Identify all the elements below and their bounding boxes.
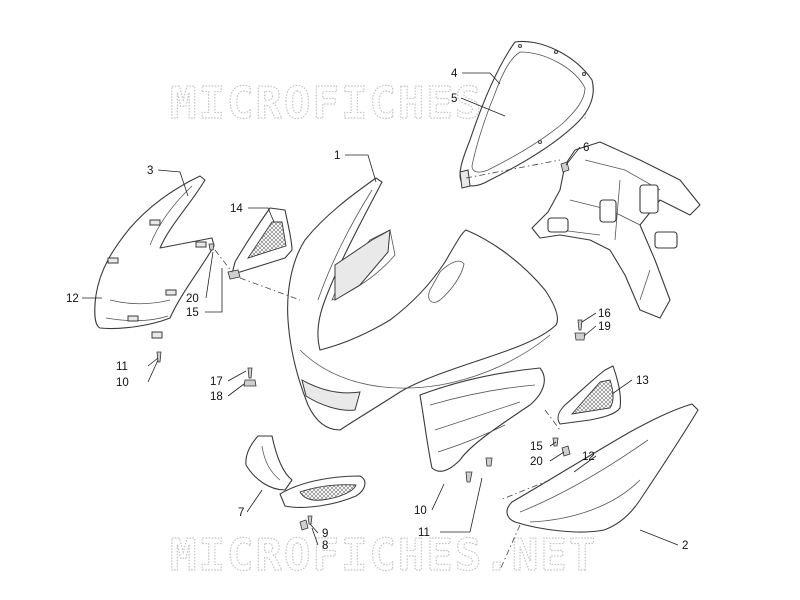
callout-10-left: 10 [116,377,129,389]
callout-7: 7 [238,507,244,519]
callout-20-left: 20 [186,293,199,305]
windscreen-part-4 [459,40,594,189]
callout-12-right: 12 [582,451,595,463]
callout-19: 19 [598,321,611,333]
front-fairing-part-1 [287,177,558,431]
screw-part-17 [247,367,253,379]
callout-4: 4 [451,68,458,80]
alignment-line-1 [239,277,301,301]
callout-15-right: 15 [530,441,543,453]
callout-16: 16 [598,308,611,320]
callout-8: 8 [322,540,328,552]
left-vent-grille-part-14 [227,207,293,280]
callout-10-center: 10 [414,505,427,517]
left-side-panel-part-3 [94,175,215,363]
alignment-line-6 [499,479,551,501]
screw-part-16 [577,319,583,331]
callout-17: 17 [210,376,223,388]
clip-part-20 [561,445,571,457]
callout-15-left: 15 [186,307,199,319]
right-side-panel-part-2 [506,403,699,533]
leader-lines [82,72,679,546]
alignment-line-3 [465,159,561,179]
screw-part-20 [208,243,215,251]
alignment-line-2 [214,249,233,273]
callout-13: 13 [636,375,649,387]
callout-20-right: 20 [530,456,543,468]
right-vent-grille-part-13 [557,365,622,425]
callout-3: 3 [147,165,153,177]
callout-12-left: 12 [66,293,79,305]
alignment-line-5 [499,524,521,571]
front-lower-spoiler [419,367,545,483]
clip-part-19 [574,332,586,341]
lower-duct-bracket-part-7 [245,435,293,491]
nut-part-18 [243,379,257,387]
callout-14: 14 [230,203,243,215]
callout-11-left: 11 [116,361,128,373]
support-frame [531,141,701,319]
callout-18: 18 [210,391,223,403]
callout-6: 6 [583,142,589,154]
callout-9: 9 [322,528,328,540]
watermark-bottom: MICROFICHES.NET [170,530,597,581]
callout-11-center: 11 [418,527,430,539]
alignment-line-4 [544,409,561,431]
front-lower-grille [279,475,366,508]
clip-part-8 [299,519,309,531]
screw-part-9 [307,515,313,525]
callout-2: 2 [682,540,688,552]
callout-5: 5 [451,93,457,105]
callout-1: 1 [334,150,340,162]
